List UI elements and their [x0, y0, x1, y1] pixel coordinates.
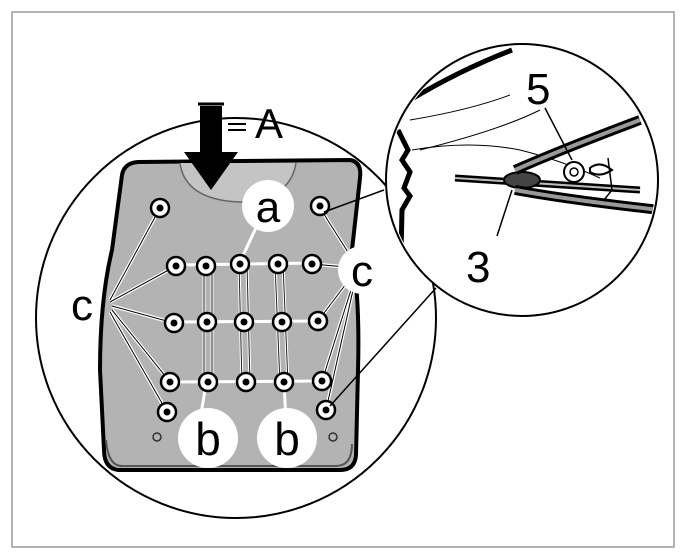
retaining-clips: [149, 195, 337, 423]
clip-marker: [307, 310, 329, 332]
label-b2: b: [274, 413, 300, 465]
part-number-3: 3: [466, 243, 490, 292]
clip-marker: [301, 253, 323, 275]
mount-hole-left: [152, 432, 162, 442]
clip-marker: [195, 255, 217, 277]
panel-lower-edge: [105, 439, 353, 467]
detail-connector-top: [323, 189, 385, 213]
clip-marker: [273, 371, 295, 393]
leader-lines-c-left-core: [109, 207, 177, 413]
clip-marker: [156, 401, 178, 423]
clip-marker: [229, 253, 251, 275]
hog-ring-clip: [503, 171, 541, 189]
clip-marker: [149, 197, 171, 219]
zoom-detail-content: [395, 47, 656, 301]
detail-connector-bottom: [329, 287, 437, 407]
view-arrow-a: [184, 102, 246, 190]
clip-marker: [311, 370, 333, 392]
clip-marker: [159, 371, 181, 393]
clip-marker: [235, 371, 257, 393]
label-b1-bubble: [178, 408, 238, 468]
leader-line-5: [544, 107, 573, 161]
label-b2-bubble: [257, 408, 317, 468]
label-a: a: [256, 183, 281, 232]
label-c-right-bubble: [338, 246, 386, 294]
clip-marker: [165, 255, 187, 277]
clip-marker: [271, 311, 293, 333]
label-b1: b: [195, 413, 221, 465]
mount-hole-right: [328, 432, 338, 442]
clip-marker: [163, 312, 185, 334]
clip-marker: [233, 311, 255, 333]
seat-back-panel: [97, 157, 363, 472]
part-number-5: 5: [526, 65, 550, 114]
leader-line-3: [496, 189, 513, 237]
figure-frame: [11, 11, 675, 548]
clip-marker: [196, 311, 218, 333]
clip-marker: [309, 195, 331, 217]
label-c-left: c: [71, 281, 93, 330]
label-c-right: c: [351, 247, 373, 296]
pliers-pivot: [563, 161, 585, 183]
clip-marker: [267, 253, 289, 275]
label-a-bubble: [242, 180, 294, 232]
view-label-a: A: [255, 100, 283, 147]
clip-marker: [197, 371, 219, 393]
